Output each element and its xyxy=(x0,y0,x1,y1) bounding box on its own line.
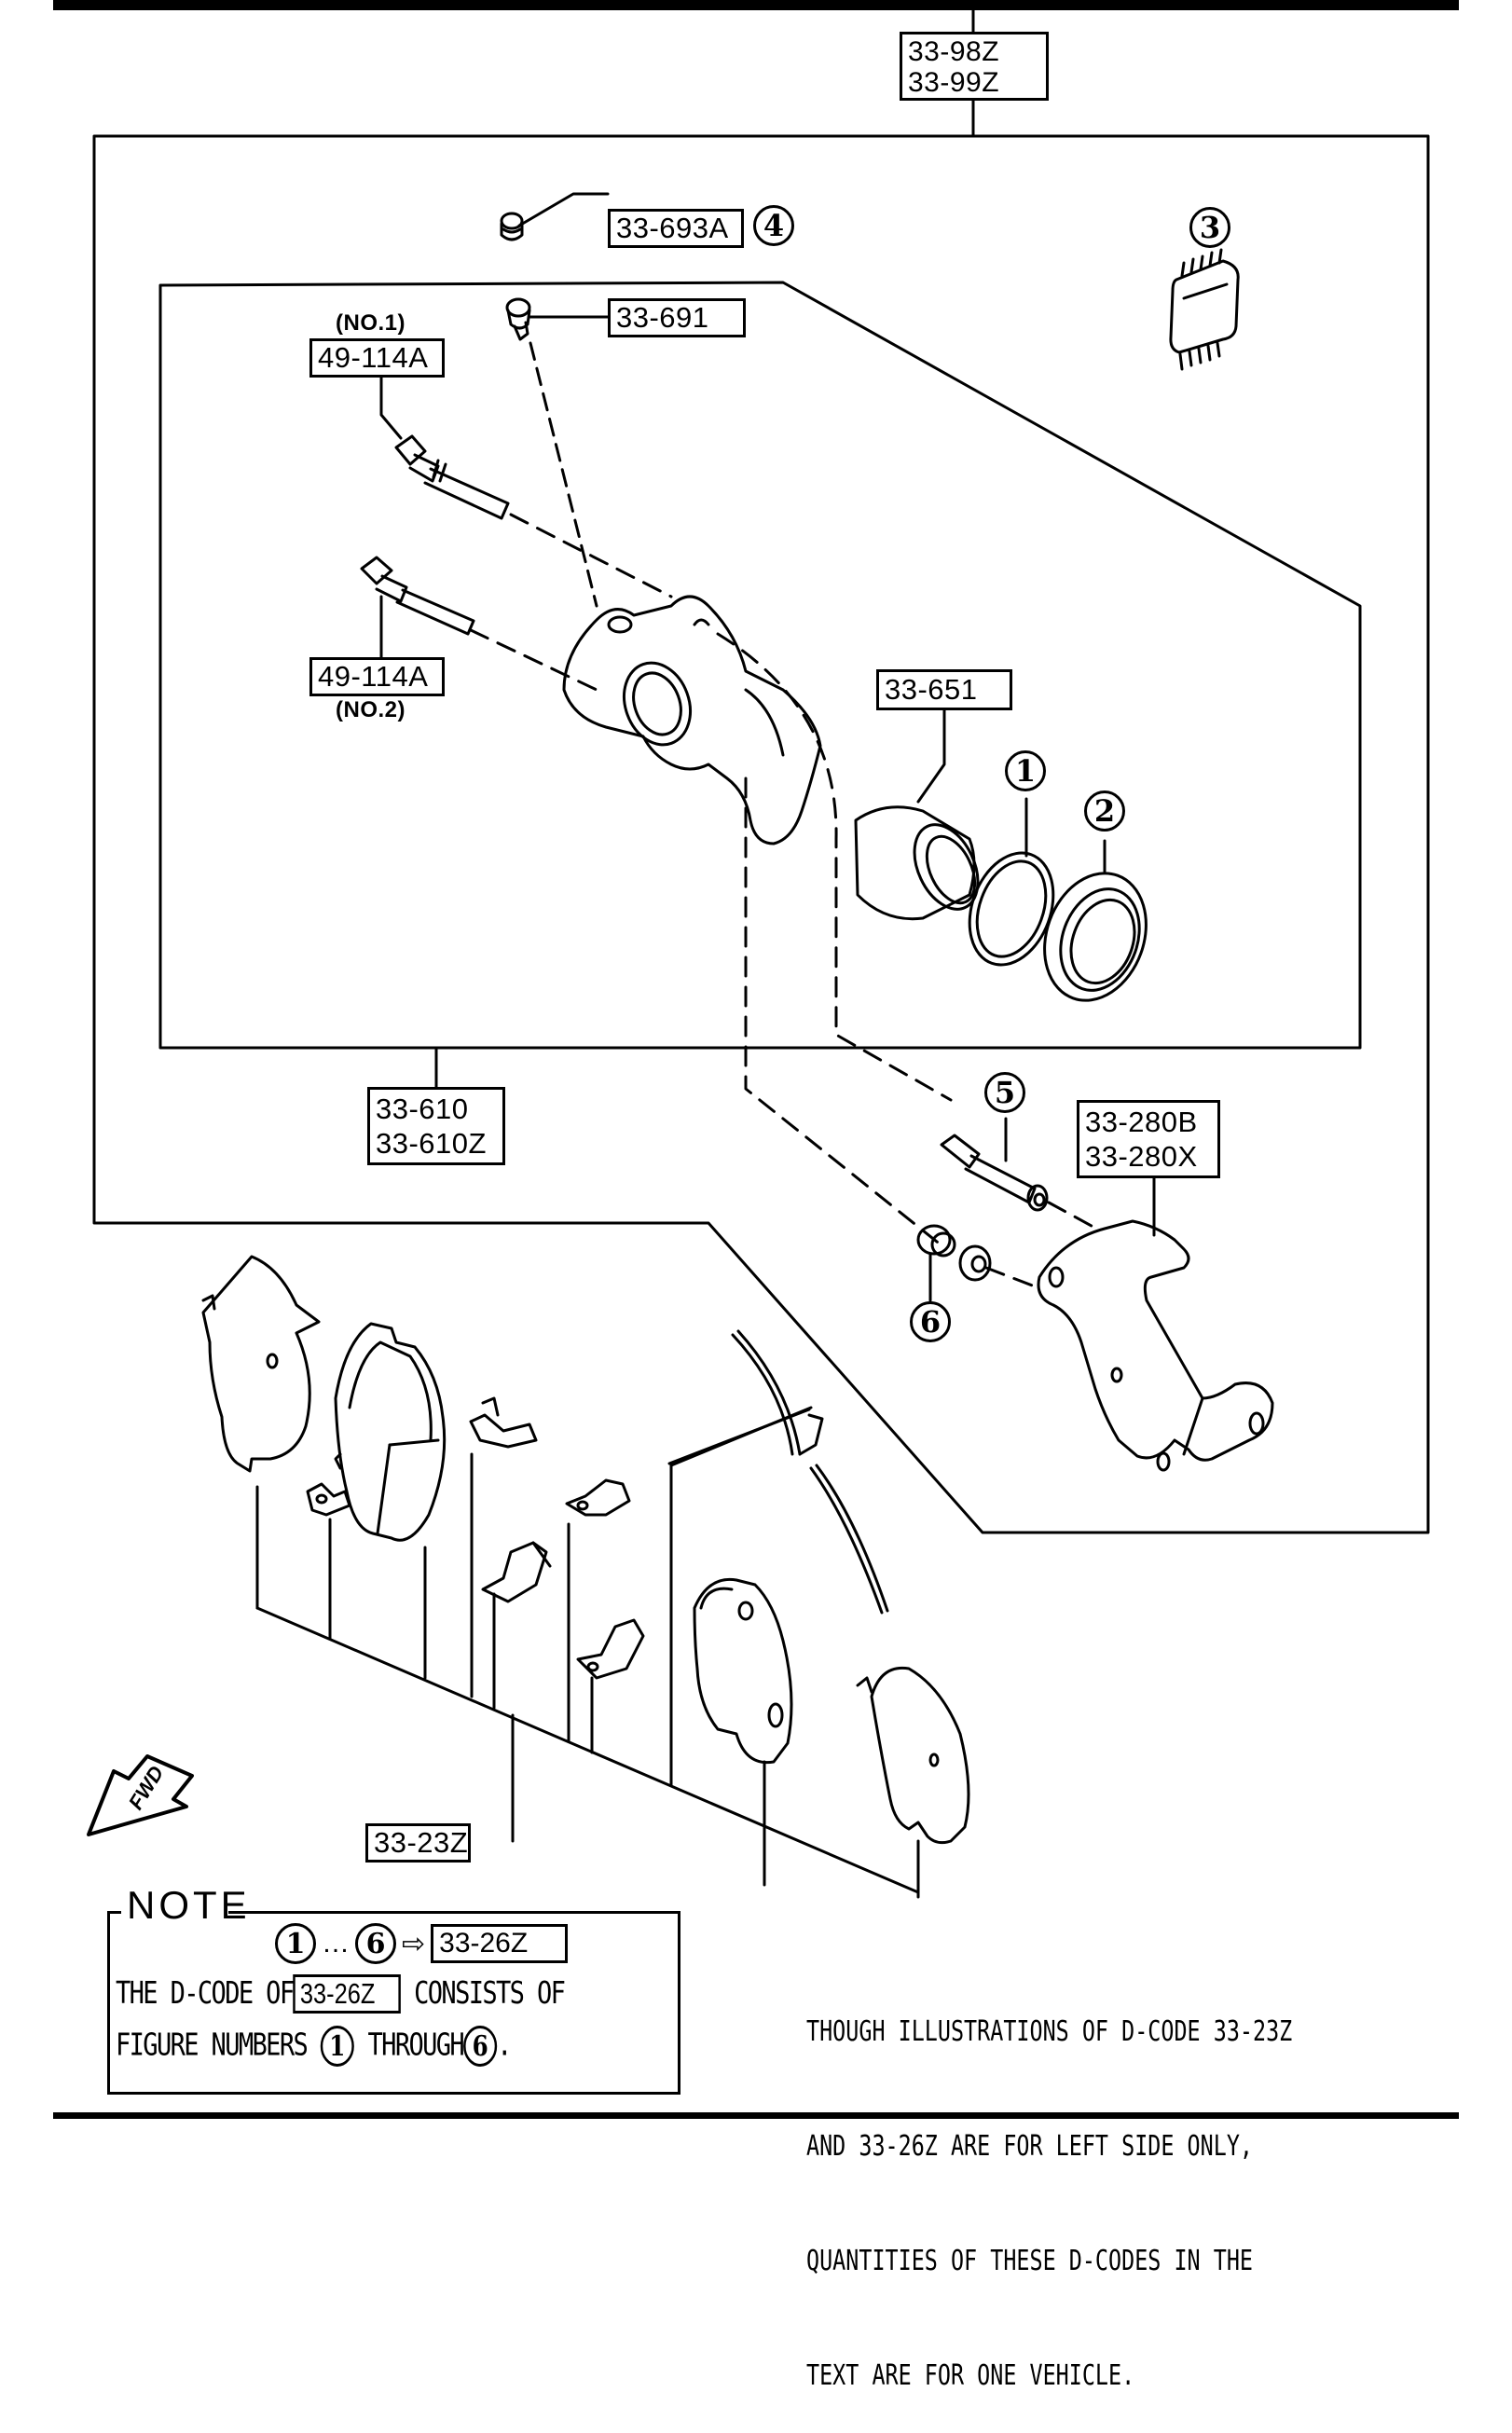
note-range-dots: … xyxy=(322,1928,350,1959)
bleeder-screw-part xyxy=(505,297,531,341)
ref-5-badge: 5 xyxy=(984,1072,1025,1113)
ref-4-number: 4 xyxy=(763,208,785,243)
caliper-bracket-part xyxy=(1037,1219,1274,1472)
ref-5-number: 5 xyxy=(994,1075,1016,1110)
ref-6-number: 6 xyxy=(919,1304,942,1340)
bracket-code-2: 33-280X xyxy=(1085,1140,1198,1173)
kit-code-box: 33-98Z 33-99Z xyxy=(900,32,1049,101)
inner-shim-part xyxy=(856,1666,970,1845)
inner-pad-part xyxy=(693,1577,793,1765)
note-line2-prefix: THE D-CODE OF xyxy=(116,1974,295,2011)
outer-pad-part xyxy=(334,1322,447,1542)
wear-indicator-part xyxy=(731,1329,889,1615)
pad-set-bracket xyxy=(255,1406,920,1899)
side-note-line-1: THOUGH ILLUSTRATIONS OF D-CODE 33-23Z xyxy=(806,2015,1293,2048)
anti-rattle-clip-4 xyxy=(565,1478,631,1517)
outer-kit-boundary xyxy=(92,134,1430,1534)
note-range-line: 1 … 6 ⇨ 33-26Z xyxy=(275,1923,569,1964)
note-line3-prefix: FIGURE NUMBERS xyxy=(116,2026,309,2063)
caliper-code-1: 33-610 xyxy=(376,1093,469,1125)
pin-no2-note: (NO.2) xyxy=(336,697,405,722)
note-line2-suffix: CONSISTS OF xyxy=(414,1974,566,2011)
ref-3-number: 3 xyxy=(1199,210,1221,245)
kit-code-1: 33-98Z xyxy=(908,36,1000,67)
note-arrow-icon: ⇨ xyxy=(402,1928,426,1959)
ref-1-badge: 1 xyxy=(1005,750,1046,791)
plug-code-box: 33-693A xyxy=(608,209,744,248)
note-box-top-line-right xyxy=(228,1911,680,1914)
side-note-line-4: TEXT ARE FOR ONE VEHICLE. xyxy=(806,2359,1135,2392)
pads-code: 33-23Z xyxy=(374,1826,469,1859)
bolt1-dash xyxy=(509,513,673,598)
bushing-dash xyxy=(984,1266,1037,1288)
grease-pack-part xyxy=(1169,248,1240,371)
anti-rattle-clip-5 xyxy=(576,1618,645,1680)
note-title: NOTE xyxy=(127,1883,251,1927)
bleeder-code-box: 33-691 xyxy=(608,298,746,337)
pin-no2-code-box: 49-114A xyxy=(309,657,445,696)
note-range-start: 1 xyxy=(275,1923,316,1964)
guide-pin-dash xyxy=(1047,1201,1102,1232)
ref-3-badge: 3 xyxy=(1189,207,1230,248)
caliper-body-part xyxy=(562,595,822,845)
note-range-end: 6 xyxy=(355,1923,396,1964)
anti-rattle-clip-1 xyxy=(306,1482,351,1517)
plug-leader xyxy=(517,192,610,227)
anti-rattle-clip-3 xyxy=(481,1541,552,1603)
bolt2-dash xyxy=(469,628,598,692)
caliper-code-box: 33-610 33-610Z xyxy=(367,1087,505,1165)
note-box-top-line xyxy=(107,1911,121,1914)
ref-2-badge: 2 xyxy=(1084,790,1125,832)
piston-leader xyxy=(916,704,946,804)
piston-code-box: 33-651 xyxy=(876,669,1012,710)
plug-code: 33-693A xyxy=(616,212,729,244)
side-note-line-2: AND 33-26Z ARE FOR LEFT SIDE ONLY, xyxy=(806,2130,1253,2163)
side-note: THOUGH ILLUSTRATIONS OF D-CODE 33-23Z AN… xyxy=(806,1936,1292,2433)
piston-code: 33-651 xyxy=(885,673,978,706)
note-line3-mid: THROUGH xyxy=(367,2026,465,2063)
guide-bolt-no2-part xyxy=(360,556,475,636)
bleeder-dash xyxy=(529,341,598,608)
bottom-rule xyxy=(53,2112,1459,2119)
bolt1-leader xyxy=(379,374,403,440)
side-note-line-3: QUANTITIES OF THESE D-CODES IN THE xyxy=(806,2245,1253,2277)
kit-code-2: 33-99Z xyxy=(908,67,1000,98)
caliper-dash-right xyxy=(716,632,953,1102)
outer-shim-part xyxy=(201,1255,321,1473)
note-range-code: 33-26Z xyxy=(431,1924,569,1963)
bushing-part xyxy=(916,1224,992,1282)
bracket-code-1: 33-280B xyxy=(1085,1106,1198,1138)
caliper-dash-left xyxy=(744,777,943,1247)
pin-no1-note: (NO.1) xyxy=(336,310,405,336)
note-box xyxy=(107,1911,680,2095)
note-line2-code: 33-26Z xyxy=(293,1974,401,2014)
bracket-code-box: 33-280B 33-280X xyxy=(1077,1100,1220,1178)
ref-4-badge: 4 xyxy=(753,205,794,246)
note-line3-to: 6 xyxy=(463,2026,498,2067)
pin-no2-code: 49-114A xyxy=(318,660,429,693)
pin-no1-code-box: 49-114A xyxy=(309,338,445,378)
fwd-arrow-icon xyxy=(87,1754,194,1836)
ref-6-badge: 6 xyxy=(910,1301,951,1342)
inner-caliper-boundary xyxy=(158,281,1362,1050)
pin-no1-code: 49-114A xyxy=(318,341,429,374)
piston-seal-part xyxy=(968,851,1055,967)
exploded-view-drawing xyxy=(53,0,1459,2119)
dust-boot-part xyxy=(1043,872,1148,1002)
guide-bolt-no1-part xyxy=(394,434,510,520)
note-line3-from: 1 xyxy=(320,2026,354,2067)
guide-pin-part xyxy=(940,1134,1049,1212)
pads-code-box: 33-23Z xyxy=(365,1823,471,1863)
ref-2-number: 2 xyxy=(1093,793,1116,829)
note-line3-end: . xyxy=(497,2026,512,2063)
caliper-code-2: 33-610Z xyxy=(376,1127,487,1160)
piston-part xyxy=(854,805,980,921)
anti-rattle-clip-2 xyxy=(469,1396,538,1449)
plug-part xyxy=(500,212,524,241)
ref-1-number: 1 xyxy=(1014,753,1037,789)
top-rule xyxy=(53,0,1459,10)
bleeder-code: 33-691 xyxy=(616,301,709,334)
